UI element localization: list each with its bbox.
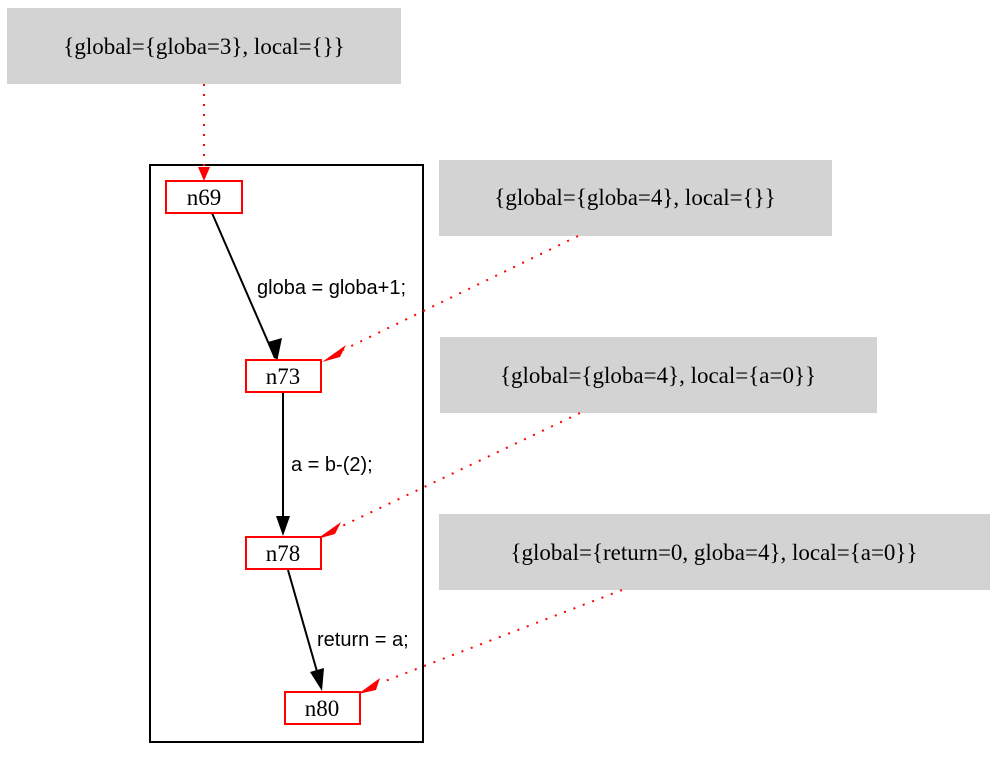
edge-n73-n78: a = b-(2); [276,392,373,536]
edge-n69-n73: globa = globa+1; [211,212,406,362]
node-n80-box[interactable] [284,691,361,725]
state-arrow-1-head [322,345,346,362]
edge-n78-n80-line [287,569,319,676]
state-note-2-text: {global={globa=4}, local={a=0}} [500,363,816,388]
node-n80-label: n80 [305,696,340,721]
edge-label-1: globa = globa+1; [257,277,406,299]
state-note-0-box [7,8,401,84]
node-n78-label: n78 [266,541,301,566]
edge-label-3: return = a; [317,629,409,651]
state-arrow-2 [317,412,581,539]
state-note-3: {global={return=0, globa=4}, local={a=0}… [439,514,990,590]
state-note-3-text: {global={return=0, globa=4}, local={a=0}… [510,540,917,565]
state-arrow-3 [358,589,623,694]
state-note-1-box [439,160,832,236]
state-arrow-2-head [317,522,341,539]
state-note-2-box [440,337,877,413]
node-n73[interactable]: n73 [245,359,322,393]
state-arrow-0 [198,84,210,181]
node-n78-box[interactable] [245,536,322,570]
state-note-3-box [439,514,990,590]
edge-n78-n80-head [310,668,324,691]
state-arrow-1-line [342,235,579,351]
edge-n73-n78-head [276,516,290,536]
state-arrow-3-head [358,678,380,694]
state-note-2: {global={globa=4}, local={a=0}} [440,337,877,413]
edge-n69-n73-line [211,212,276,359]
state-arrow-2-line [339,412,581,528]
state-arrow-1 [322,235,579,362]
node-n69-label: n69 [187,185,222,210]
state-note-0-text: {global={globa=3}, local={}} [63,34,344,59]
node-n73-box[interactable] [245,359,322,393]
node-n69-box[interactable] [165,180,243,214]
state-note-1: {global={globa=4}, local={}} [439,160,832,236]
function-cluster [149,164,424,743]
state-arrow-0-head [198,167,210,181]
state-note-0: {global={globa=3}, local={}} [7,8,401,84]
node-n73-label: n73 [266,364,301,389]
state-arrow-3-line [379,589,623,684]
state-note-1-text: {global={globa=4}, local={}} [494,185,775,210]
node-n80[interactable]: n80 [284,691,361,725]
node-n78[interactable]: n78 [245,536,322,570]
edge-label-2: a = b-(2); [291,454,373,476]
edge-n69-n73-head [268,338,282,362]
edge-n78-n80: return = a; [287,569,409,691]
node-n69[interactable]: n69 [165,180,243,214]
